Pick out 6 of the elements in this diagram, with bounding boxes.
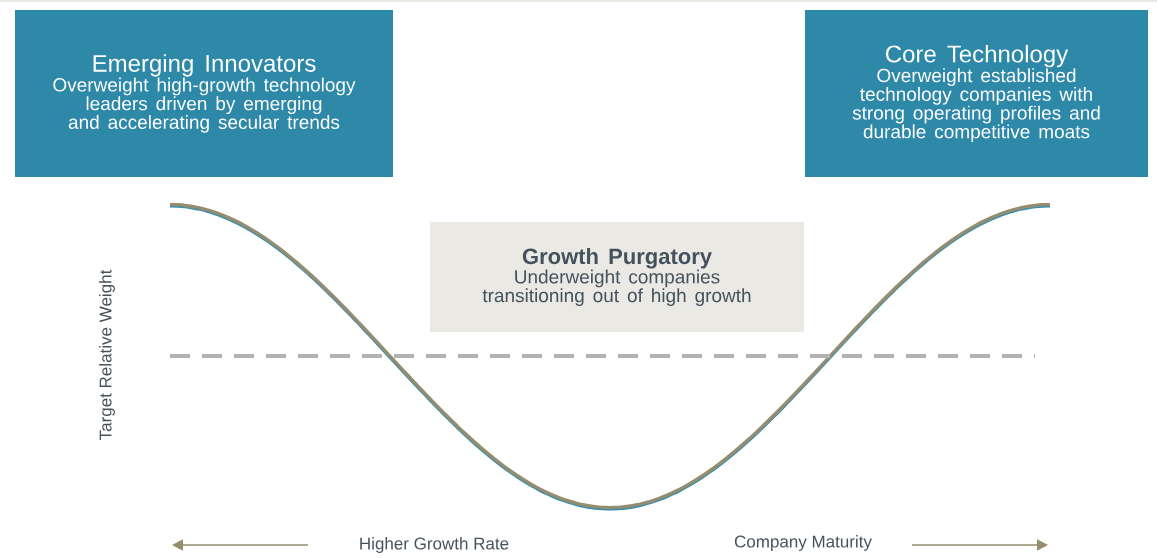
axis-label: Target Relative Weight bbox=[99, 269, 115, 440]
text-box: Emerging Innovators Overweight high-growth technology leaders driven by emerging and accelerating secular trends bbox=[15, 10, 393, 177]
axis-label: Higher Growth Rate bbox=[360, 537, 509, 553]
axis-label: Company Maturity bbox=[734, 535, 872, 551]
text-box: Growth Purgatory Underweight companies transitioning out of high growth bbox=[430, 222, 804, 332]
text-box: Core Technology Overweight established technology companies with strong operating profiles and durable competitive moats bbox=[805, 10, 1148, 177]
